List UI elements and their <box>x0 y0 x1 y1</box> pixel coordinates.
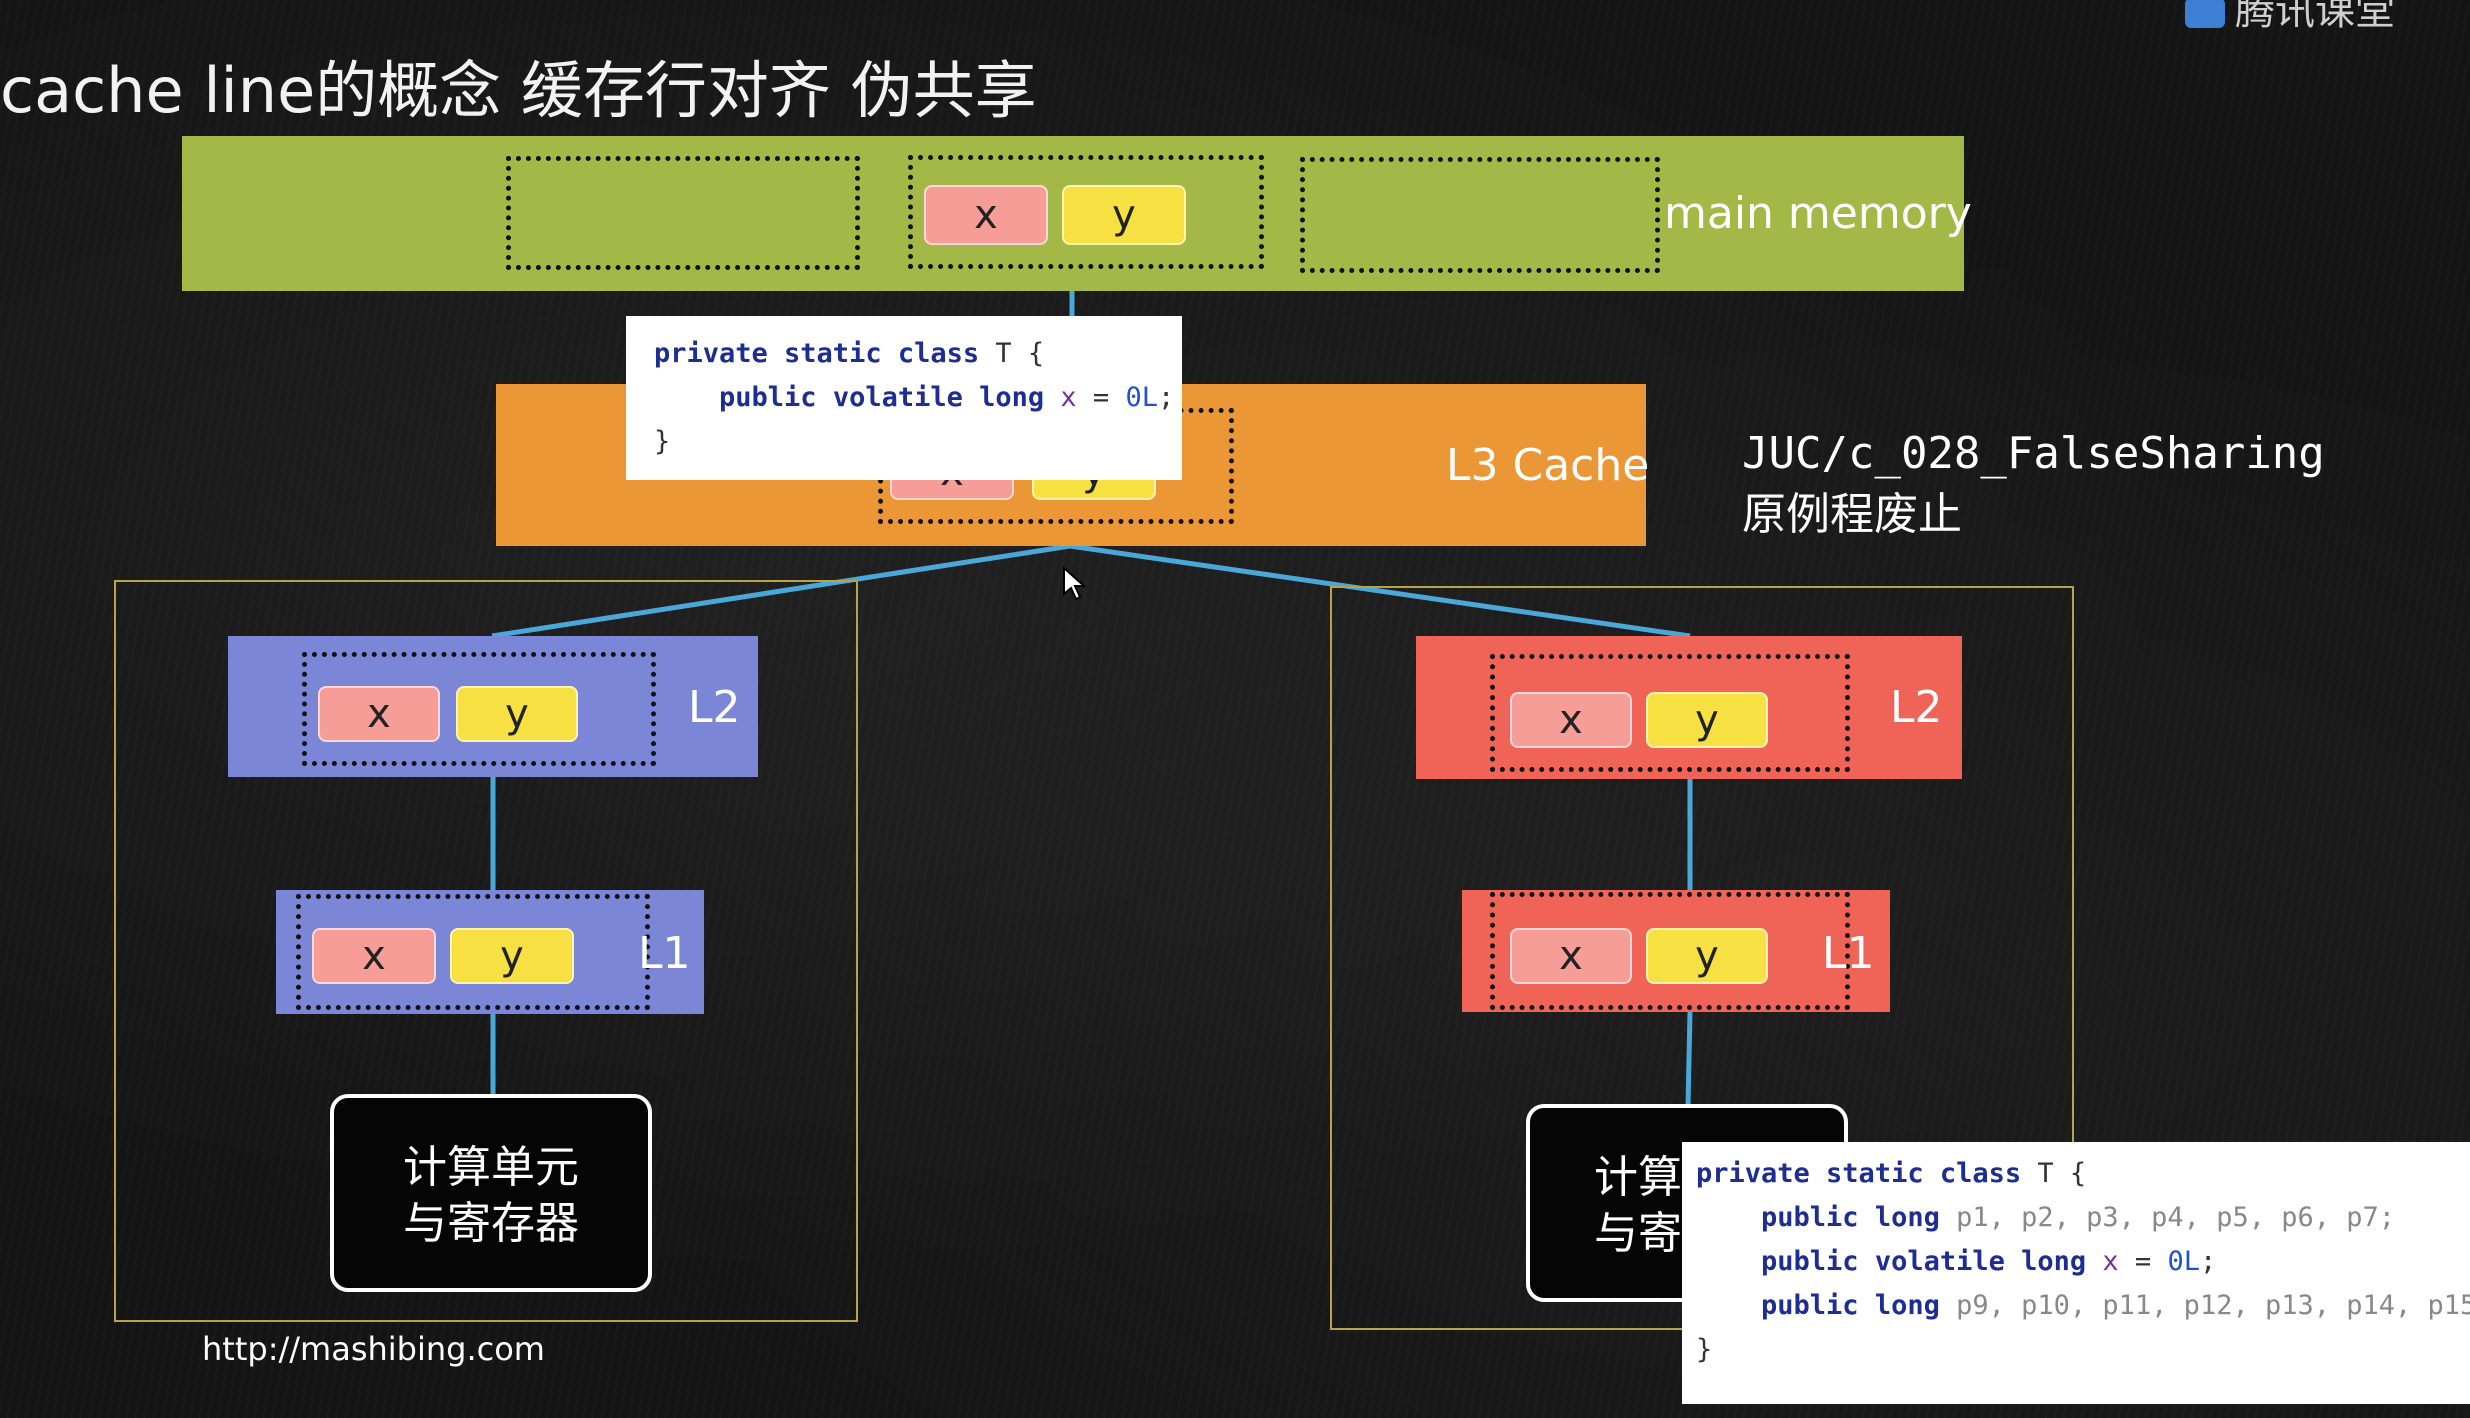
left-compute-unit-line-2: 与寄存器 <box>403 1198 579 1249</box>
mouse-cursor-icon <box>1063 566 1087 601</box>
right-l1-x-cell: x <box>1510 928 1632 984</box>
right-l1-label: L1 <box>1822 928 1875 979</box>
memory-x-cell: x <box>924 185 1048 245</box>
left-l2-cache-line <box>302 652 656 766</box>
code-snippet-bottom: private static class T { public long p1,… <box>1682 1142 2470 1404</box>
right-l1-to-compute-line <box>1685 1011 1693 1107</box>
memory-cache-line-2 <box>908 155 1264 269</box>
left-l2-y-cell: y <box>456 686 578 742</box>
right-l1-y-cell: y <box>1646 928 1768 984</box>
code-bottom-line-3: public volatile long x = 0L; <box>1761 1246 2217 1277</box>
left-l2-label: L2 <box>688 682 741 733</box>
code-top-line-3: } <box>654 426 671 457</box>
code-bottom-line-2: public long p1, p2, p3, p4, p5, p6, p7; <box>1761 1202 2396 1233</box>
left-l1-label: L1 <box>638 928 691 979</box>
memory-y-cell: y <box>1062 185 1186 245</box>
right-compute-unit-line-1: 计算 <box>1594 1152 1682 1203</box>
juc-example-path: JUC/c_028_FalseSharing <box>1742 428 2325 479</box>
code-bottom-line-4: public long p9, p10, p11, p12, p13, p14,… <box>1761 1290 2470 1321</box>
right-l2-y-cell: y <box>1646 692 1768 748</box>
l3-to-right-line <box>1069 543 1691 639</box>
right-l2-cache-line <box>1490 654 1850 772</box>
left-core-panel <box>114 580 858 1322</box>
left-l2-x-cell: x <box>318 686 440 742</box>
logo-text: 腾讯课堂 <box>2235 0 2395 34</box>
memory-cache-line-1 <box>506 156 860 270</box>
left-l1-cache-line <box>296 894 650 1010</box>
code-bottom-line-1: private static class T { <box>1696 1158 2087 1189</box>
right-l1-cache-line <box>1490 892 1850 1010</box>
memory-cache-line-3 <box>1300 157 1660 273</box>
right-l2-x-cell: x <box>1510 692 1632 748</box>
main-memory-label: main memory <box>1664 188 1972 239</box>
left-l1-y-cell: y <box>450 928 574 984</box>
code-snippet-top: private static class T { public volatile… <box>626 316 1182 480</box>
right-compute-unit-line-2: 与寄 <box>1594 1208 1682 1259</box>
code-bottom-line-5: } <box>1696 1334 1713 1365</box>
code-top-line-2: public volatile long x = 0L; <box>719 382 1175 413</box>
left-compute-unit-line-1: 计算单元 <box>403 1142 579 1193</box>
tencent-classroom-logo: 腾讯课堂 <box>2185 0 2395 36</box>
logo-icon <box>2185 0 2225 28</box>
slide-title: cache line的概念 缓存行对齐 伪共享 <box>0 54 1037 127</box>
l3-to-left-line <box>491 543 1071 639</box>
left-l1-x-cell: x <box>312 928 436 984</box>
code-top-line-1: private static class T { <box>654 338 1045 369</box>
l3-cache-label: L3 Cache <box>1446 440 1650 491</box>
right-l2-label: L2 <box>1890 682 1943 733</box>
left-compute-unit: 计算单元 与寄存器 <box>330 1094 652 1292</box>
juc-example-note: 原例程废止 <box>1742 489 1962 540</box>
website-url: http://mashibing.com <box>202 1330 545 1368</box>
